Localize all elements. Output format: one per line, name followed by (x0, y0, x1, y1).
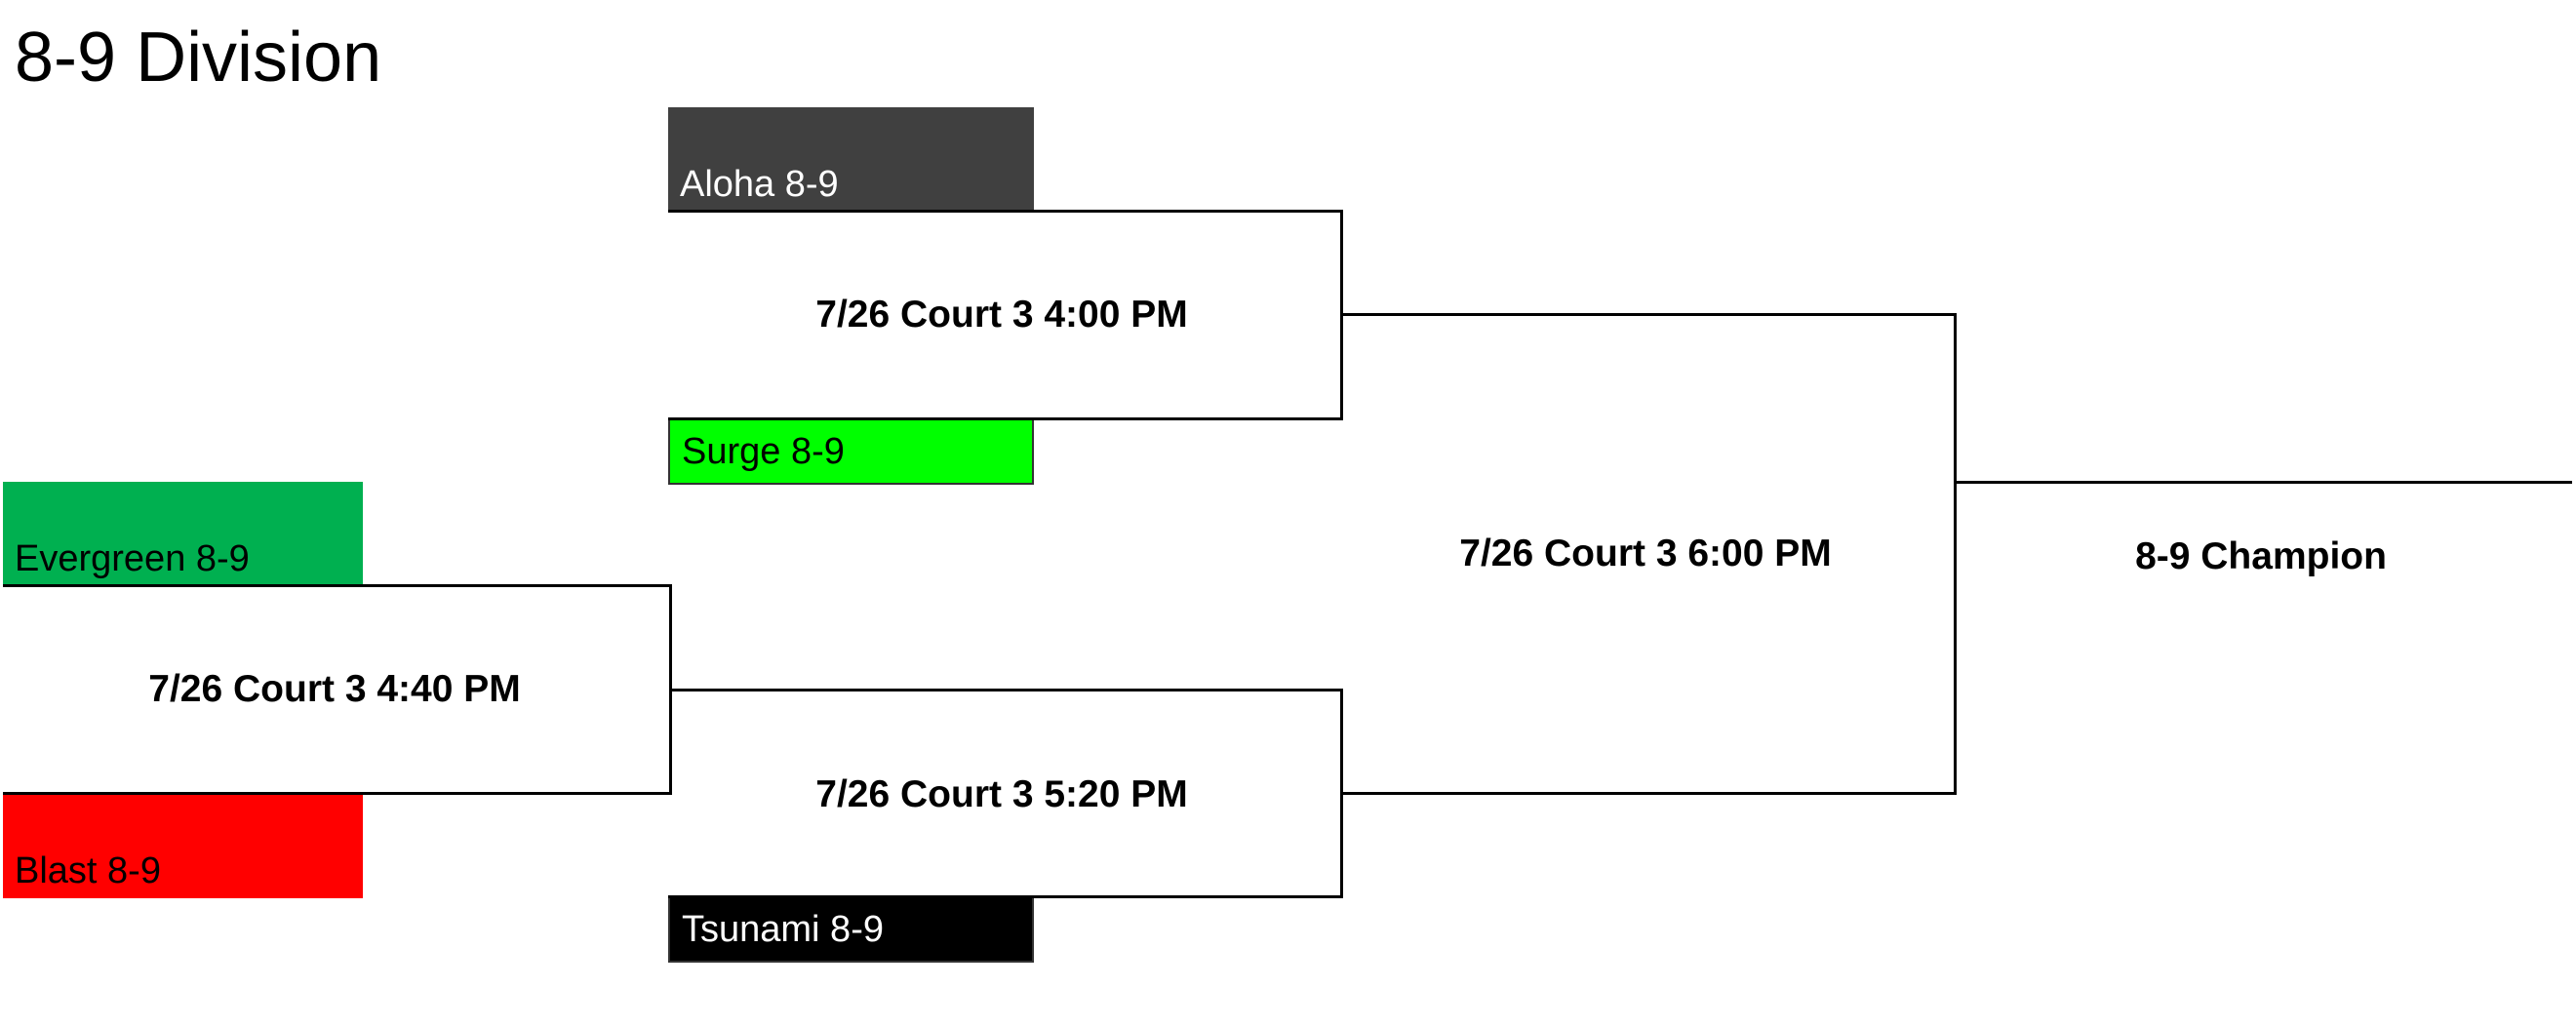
champion-label: 8-9 Champion (2135, 535, 2387, 577)
team-evergreen: Evergreen 8-9 (3, 482, 363, 586)
bracket-line-final-right (1954, 313, 1957, 795)
team-surge: Surge 8-9 (668, 418, 1034, 485)
bracket-line-final-bottom (1340, 792, 1957, 795)
bracket-line-a-top (668, 210, 1343, 213)
bracket-line-c-bottom (668, 895, 1343, 898)
bracket-line-champion (1954, 481, 2572, 484)
bracket-line-b-top (3, 584, 672, 587)
bracket-line-c-top (669, 689, 1343, 691)
game-label-c: 7/26 Court 3 5:20 PM (815, 773, 1188, 815)
team-tsunami: Tsunami 8-9 (668, 896, 1034, 963)
bracket-line-final-top (1340, 313, 1957, 316)
bracket-line-b-bottom (3, 792, 672, 795)
game-label-a: 7/26 Court 3 4:00 PM (815, 294, 1188, 336)
team-aloha: Aloha 8-9 (668, 107, 1034, 212)
bracket-line-a-bottom (668, 417, 1343, 420)
page-title: 8-9 Division (15, 19, 382, 97)
game-label-b: 7/26 Court 3 4:40 PM (148, 668, 521, 710)
team-blast: Blast 8-9 (3, 794, 363, 898)
game-label-final: 7/26 Court 3 6:00 PM (1459, 533, 1832, 574)
